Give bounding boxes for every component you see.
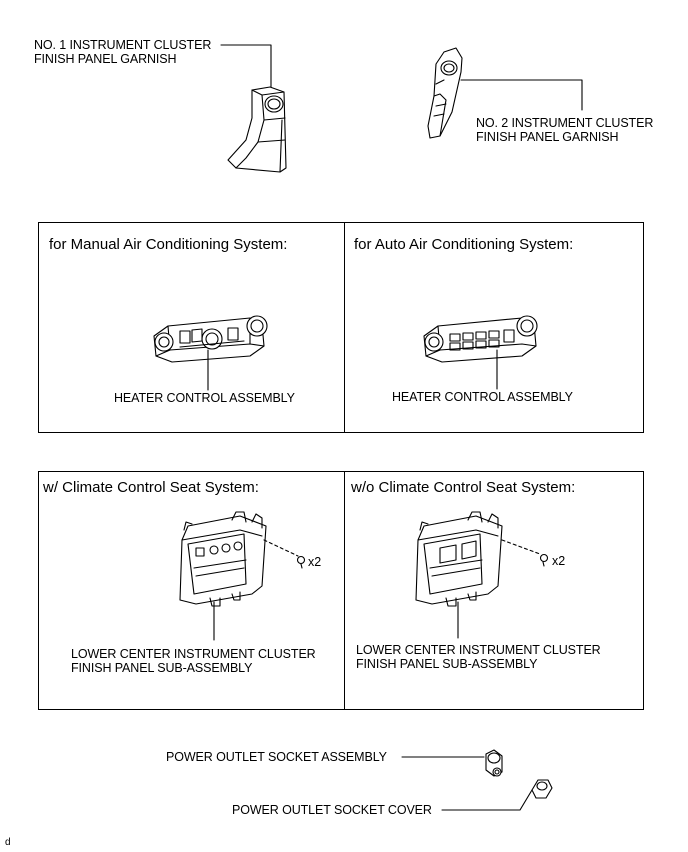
lower-panel-without-label: LOWER CENTER INSTRUMENT CLUSTER FINISH P… (356, 643, 601, 671)
heater-manual-header: for Manual Air Conditioning System: (49, 236, 288, 253)
power-cover-leader (441, 789, 533, 811)
garnish-1-leader (220, 44, 272, 93)
heater-auto-label: HEATER CONTROL ASSEMBLY (392, 390, 573, 404)
heater-control-manual-part (153, 315, 268, 363)
lower-panel-without-part (415, 511, 503, 607)
garnish-1-label-line1: NO. 1 INSTRUMENT CLUSTER (34, 38, 212, 52)
bolt-without-leader (501, 539, 541, 555)
power-socket-label: POWER OUTLET SOCKET ASSEMBLY (166, 750, 387, 764)
heater-auto-header: for Auto Air Conditioning System: (354, 236, 574, 253)
seat-with-header: w/ Climate Control Seat System: (43, 479, 259, 496)
lower-panel-with-label-line2: FINISH PANEL SUB-ASSEMBLY (71, 661, 253, 675)
garnish-2-part (427, 47, 463, 139)
heater-auto-box (344, 222, 644, 433)
lower-panel-with-label: LOWER CENTER INSTRUMENT CLUSTER FINISH P… (71, 647, 316, 675)
lower-panel-with-part (179, 511, 267, 607)
garnish-2-label-line2: FINISH PANEL GARNISH (476, 130, 619, 144)
bolt-without-part (539, 553, 549, 567)
heater-control-auto-part (423, 315, 538, 363)
lower-panel-with-label-line1: LOWER CENTER INSTRUMENT CLUSTER (71, 647, 316, 661)
garnish-2-label: NO. 2 INSTRUMENT CLUSTER FINISH PANEL GA… (476, 116, 653, 144)
power-cover-part (531, 779, 553, 799)
lower-panel-without-label-line2: FINISH PANEL SUB-ASSEMBLY (356, 657, 538, 671)
bolt-without-qty: x2 (552, 554, 566, 568)
garnish-1-label: NO. 1 INSTRUMENT CLUSTER FINISH PANEL GA… (34, 38, 211, 66)
bolt-with-qty: x2 (308, 555, 322, 569)
power-cover-label: POWER OUTLET SOCKET COVER (232, 803, 432, 817)
bolt-with-part (296, 555, 306, 569)
bolt-with-leader (263, 539, 299, 557)
seat-without-box (344, 471, 644, 710)
lower-panel-without-label-line1: LOWER CENTER INSTRUMENT CLUSTER (356, 643, 601, 657)
seat-without-header: w/o Climate Control Seat System: (351, 479, 576, 496)
power-socket-part (485, 749, 503, 777)
footer-mark: d (5, 837, 11, 848)
garnish-2-label-line1: NO. 2 INSTRUMENT CLUSTER (476, 116, 654, 130)
garnish-1-part (227, 86, 287, 173)
heater-manual-label: HEATER CONTROL ASSEMBLY (114, 391, 295, 405)
garnish-2-leader (460, 79, 583, 111)
garnish-1-label-line2: FINISH PANEL GARNISH (34, 52, 177, 66)
